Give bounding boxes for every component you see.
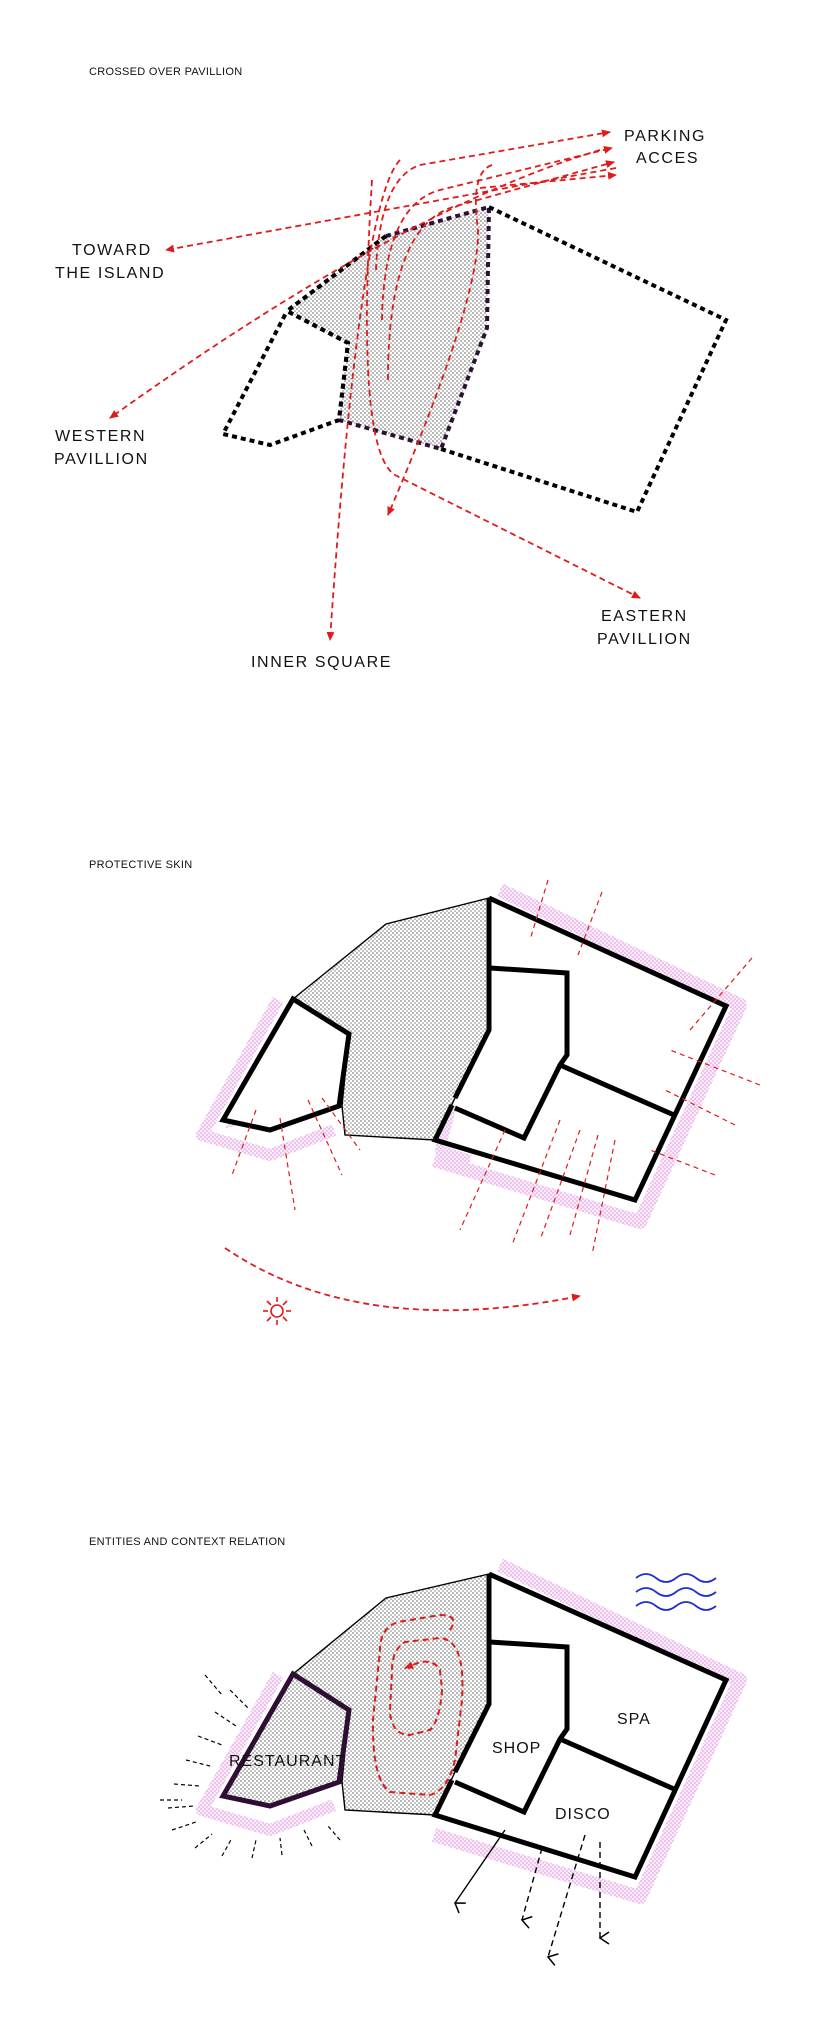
noise-dash <box>204 1674 223 1696</box>
label-eastern-line2: PAVILLION <box>597 631 692 648</box>
entities-svg: RESTAURANT SHOP SPA DISCO <box>160 1558 747 1966</box>
noise-dash <box>221 1837 233 1857</box>
arrow-western-pavillion <box>109 149 601 419</box>
ray <box>279 1117 296 1211</box>
ray <box>511 1119 561 1246</box>
noise-dash <box>185 1759 211 1767</box>
label-spa: SPA <box>617 1711 651 1728</box>
noise-dash <box>197 1735 223 1746</box>
sun-path-arrow <box>224 1247 581 1312</box>
arrow-parking-3 <box>387 160 615 381</box>
ray <box>669 1049 761 1086</box>
ray <box>689 957 753 1031</box>
arrow-toward-island <box>165 167 617 253</box>
label-shop: SHOP <box>492 1740 541 1757</box>
noise-dash <box>327 1825 341 1841</box>
ray <box>231 1109 257 1176</box>
label-toward-line2: THE ISLAND <box>55 265 165 282</box>
skin-west <box>196 1672 337 1836</box>
label-inner-square: INNER SQUARE <box>251 654 392 671</box>
diagram-protective-skin: PROTECTIVE SKIN <box>0 790 821 1390</box>
spiral-circulation-arrow <box>371 1613 464 1797</box>
arrow-eastern-pavillion <box>366 179 641 599</box>
ray <box>591 1139 616 1256</box>
eastern-block-outer <box>431 1571 730 1881</box>
eastern-block-outer <box>431 895 730 1204</box>
noise-dash <box>303 1829 313 1847</box>
skin-west <box>196 997 337 1161</box>
noise-dash <box>171 1821 197 1831</box>
label-toward-line1: TOWARD <box>72 242 152 259</box>
noise-dash <box>214 1711 237 1727</box>
eastern-pavilion-outline <box>440 205 729 515</box>
disco-arrow <box>453 1829 506 1914</box>
noise-dash <box>229 1689 249 1709</box>
label-western-line2: PAVILLION <box>54 451 149 468</box>
disco-arrow <box>520 1847 543 1929</box>
disco-divider <box>558 1736 676 1792</box>
ray <box>577 891 603 956</box>
label-restaurant: RESTAURANT <box>229 1753 346 1770</box>
diagram-crossed-over-pavillion: CROSSED OVER PAVILLION PARKING ACCES TOW… <box>0 0 821 700</box>
skin-east-inner <box>435 1103 472 1165</box>
noise-dash <box>279 1837 283 1856</box>
noise-dash <box>167 1805 195 1809</box>
western-block <box>219 995 352 1133</box>
eastern-block-left <box>452 1574 492 1774</box>
eastern-block-left <box>452 898 492 1100</box>
western-pavilion-outline <box>220 234 388 448</box>
diagram-title: ENTITIES AND CONTEXT RELATION <box>89 1536 286 1548</box>
diagram-entities-context: ENTITIES AND CONTEXT RELATION <box>0 1450 821 2025</box>
noise-dash <box>251 1839 257 1859</box>
diagram-title: CROSSED OVER PAVILLION <box>89 66 243 78</box>
label-western-line1: WESTERN <box>55 428 146 445</box>
label-parking-line2: ACCES <box>636 150 699 167</box>
restaurant-block <box>219 1670 352 1809</box>
ray <box>321 1097 361 1151</box>
label-eastern-line1: EASTERN <box>601 608 688 625</box>
ray <box>664 1089 736 1126</box>
shop-room <box>454 1639 570 1816</box>
ray <box>307 1099 343 1176</box>
noise-dash <box>173 1783 201 1787</box>
inner-room <box>454 965 570 1142</box>
arrow-parking-4 <box>479 171 617 189</box>
water-waves-icon <box>635 1573 717 1611</box>
skin-east <box>431 883 747 1229</box>
skin-east <box>431 1558 747 1904</box>
diagram-title: PROTECTIVE SKIN <box>89 859 193 871</box>
inner-divider <box>558 1062 676 1118</box>
ray <box>649 1149 716 1176</box>
arrow-parking-1 <box>375 129 611 271</box>
crossed-over-svg: PARKING ACCES TOWARD THE ISLAND WESTERN … <box>54 128 729 671</box>
label-parking-line1: PARKING <box>624 128 706 145</box>
ray <box>529 879 549 941</box>
label-disco: DISCO <box>555 1806 611 1823</box>
protective-skin-svg <box>196 879 761 1325</box>
sun-icon <box>263 1297 291 1325</box>
arrow-inner-square <box>326 159 401 641</box>
disco-arrow <box>546 1834 586 1966</box>
ray <box>539 1129 581 1241</box>
ray <box>459 1129 506 1231</box>
noise-dash <box>194 1833 213 1849</box>
arrow-inner-down <box>387 164 493 516</box>
